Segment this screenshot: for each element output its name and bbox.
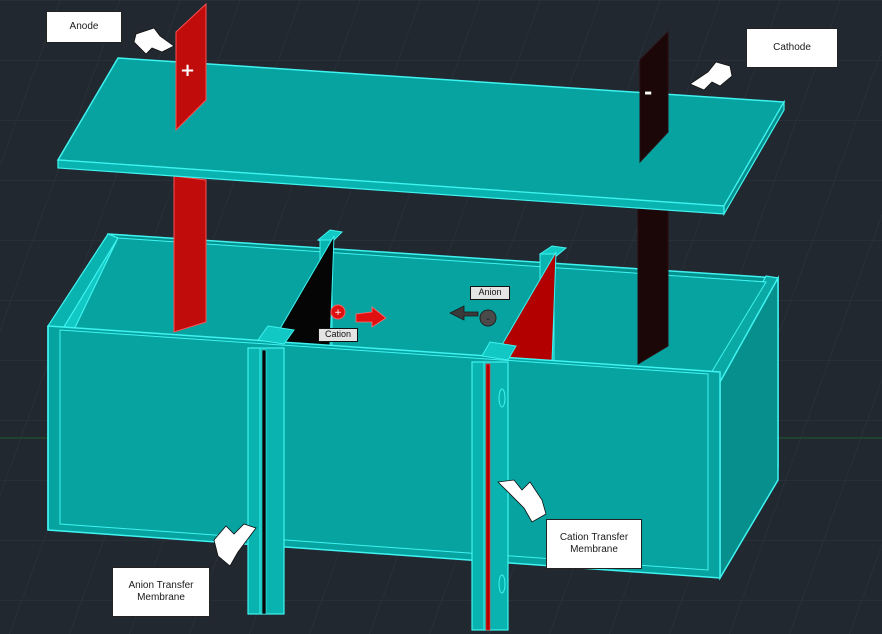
anion-membrane-callout-arrow: [213, 523, 257, 567]
cathode-sign: -: [644, 80, 653, 104]
cation-membrane-label: Cation Transfer Membrane: [546, 519, 642, 569]
cathode-lower: [637, 205, 669, 365]
anode-sign: +: [180, 60, 196, 81]
anode-lower: [173, 175, 207, 333]
cation-tag: Cation: [318, 328, 358, 342]
cathode-callout-arrow: [689, 61, 733, 91]
anion-tag: Anion: [470, 286, 510, 300]
top-plate: [56, 57, 786, 217]
cation-ion: [330, 304, 346, 320]
cation-membrane-callout-arrow: [497, 479, 547, 523]
anion-membrane-label: Anion Transfer Membrane: [112, 567, 210, 617]
anion-symbol: -: [486, 314, 490, 325]
anode-upper: [175, 2, 207, 132]
anode-callout-arrow: [133, 27, 175, 55]
cation-membrane-frame: [471, 361, 509, 631]
cation-direction-arrow: [355, 306, 387, 328]
anion-ion: [479, 309, 497, 327]
cation-frame-top: [481, 341, 517, 361]
cathode-label: Cathode: [746, 28, 838, 68]
cation-symbol: +: [334, 308, 342, 318]
anode-label: Anode: [46, 11, 122, 43]
anion-frame-top: [257, 325, 295, 345]
cathode-upper: [639, 30, 669, 164]
tank-front: [47, 325, 721, 579]
anion-direction-arrow: [449, 305, 479, 321]
anion-membrane-frame: [247, 347, 285, 615]
